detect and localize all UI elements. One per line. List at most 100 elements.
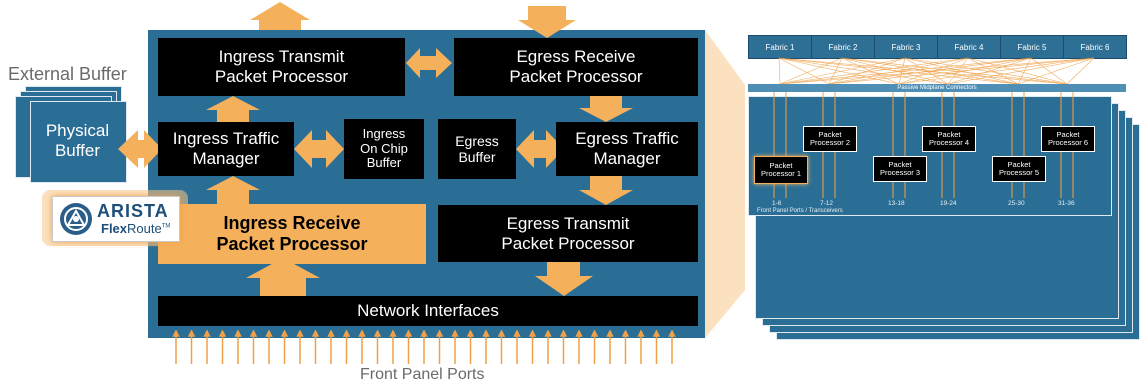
egress-traffic-manager-block: Egress Traffic Manager xyxy=(556,122,698,176)
mesh-line xyxy=(779,57,843,85)
mesh-line xyxy=(828,57,969,85)
down-arrow-erx xyxy=(579,96,633,122)
mesh-line xyxy=(904,57,949,85)
arista-brand-text: ARISTA xyxy=(97,201,169,221)
mesh-line xyxy=(947,57,1095,85)
mesh-line xyxy=(1017,57,1095,85)
fabric-1: Fabric 1 xyxy=(748,35,812,59)
egress-transmit-block: Egress Transmit Packet Processor xyxy=(438,205,698,262)
packet-processor-3: Packet Processor 3 xyxy=(873,156,927,182)
port-arrow-head xyxy=(482,330,490,337)
front-panel-arrows xyxy=(172,330,676,364)
double-arrow-onchip xyxy=(294,130,344,168)
port-arrow-head xyxy=(466,330,475,337)
port-arrow-head xyxy=(296,330,304,337)
mesh-line xyxy=(841,57,1068,85)
flex-text: Flex xyxy=(101,221,128,236)
double-arrow-egressbuf xyxy=(516,130,564,168)
mesh-line xyxy=(947,57,969,85)
mesh-line xyxy=(898,57,1095,85)
port-range-1: 1-6 xyxy=(772,200,782,207)
mesh-line xyxy=(778,57,1068,85)
port-arrow-head xyxy=(249,330,258,337)
port-arrow-head xyxy=(203,330,211,337)
mesh-line xyxy=(947,57,1032,85)
port-range-2: 7-12 xyxy=(820,200,834,207)
up-arrow-top xyxy=(250,2,310,30)
double-arrow-physical xyxy=(118,130,162,168)
port-arrow-head xyxy=(172,330,180,337)
port-arrow-head xyxy=(575,330,583,337)
zoom-callout xyxy=(705,30,745,338)
port-range-5: 25-30 xyxy=(1008,200,1025,207)
route-text: Route xyxy=(127,221,162,236)
port-arrow-head xyxy=(187,330,196,337)
packet-processor-5: Packet Processor 5 xyxy=(992,156,1046,182)
port-arrow-head xyxy=(451,330,459,337)
ingress-on-chip-buffer-block: Ingress On Chip Buffer xyxy=(344,119,424,179)
port-arrow-head xyxy=(327,330,335,337)
mesh-line xyxy=(967,57,1019,85)
port-arrow-head xyxy=(528,330,537,337)
port-arrow-head xyxy=(420,330,428,337)
mesh-line xyxy=(779,57,969,85)
up-arrow-itm xyxy=(206,96,260,122)
port-arrow-head xyxy=(435,330,444,337)
mesh-line xyxy=(967,57,1068,85)
port-arrow-head xyxy=(311,330,320,337)
packet-processor-2: Packet Processor 2 xyxy=(803,126,857,152)
external-buffer-label: External Buffer xyxy=(8,64,127,84)
up-arrow-irx xyxy=(206,176,260,204)
port-arrow-head xyxy=(342,330,351,337)
port-arrow-head xyxy=(358,330,366,337)
front-panel-transceivers-label: Front Panel Ports / Transceivers xyxy=(757,208,843,214)
port-arrow-head xyxy=(373,330,382,337)
network-interfaces-block: Network Interfaces xyxy=(158,296,698,326)
double-arrow-top xyxy=(406,48,452,78)
port-arrow-head xyxy=(590,330,599,337)
ingress-receive-block: Ingress Receive Packet Processor xyxy=(158,204,426,264)
port-arrow-head xyxy=(280,330,289,337)
mesh-line xyxy=(778,57,781,85)
down-arrow-etm xyxy=(579,176,633,205)
port-arrow-head xyxy=(389,330,397,337)
fabric-4: Fabric 4 xyxy=(937,35,1001,59)
port-arrow-head xyxy=(652,330,661,337)
mesh-line xyxy=(828,57,1032,85)
port-arrow-head xyxy=(513,330,521,337)
ingress-traffic-manager-block: Ingress Traffic Manager xyxy=(158,122,294,176)
port-arrow-head xyxy=(606,330,614,337)
port-arrow-head xyxy=(637,330,645,337)
mesh-line xyxy=(898,57,906,85)
midplane-bar: Passive Midplane Connectors xyxy=(748,84,1126,92)
port-arrow-head xyxy=(621,330,630,337)
mesh-line xyxy=(1017,57,1032,85)
port-arrow-head xyxy=(668,330,676,337)
mesh-line xyxy=(828,57,1095,85)
mesh-line xyxy=(779,57,906,85)
port-arrow-head xyxy=(234,330,242,337)
mesh-line xyxy=(828,57,906,85)
port-arrow-head xyxy=(544,330,552,337)
down-arrow-etx xyxy=(535,262,593,296)
mesh-line xyxy=(904,57,1068,85)
port-arrow-head xyxy=(497,330,506,337)
up-arrow-ni xyxy=(246,258,320,296)
packet-processor-4: Packet Processor 4 xyxy=(922,126,976,152)
mesh-line xyxy=(779,57,1095,85)
port-range-4: 19-24 xyxy=(940,200,957,207)
port-arrow-head xyxy=(404,330,413,337)
physical-buffer-stack: Physical Buffer xyxy=(10,86,130,196)
mesh-line xyxy=(779,57,1032,85)
port-range-6: 31-36 xyxy=(1058,200,1075,207)
mesh-line xyxy=(1030,57,1068,85)
port-arrow-head xyxy=(218,330,227,337)
tm-mark: TM xyxy=(161,223,171,230)
packet-processor-6: Packet Processor 6 xyxy=(1041,126,1095,152)
down-arrow-top xyxy=(518,6,576,38)
mesh-line xyxy=(898,57,1032,85)
flexroute-text: FlexRouteTM xyxy=(101,221,170,236)
mesh-line xyxy=(778,57,900,85)
egress-receive-block: Egress Receive Packet Processor xyxy=(454,38,698,96)
